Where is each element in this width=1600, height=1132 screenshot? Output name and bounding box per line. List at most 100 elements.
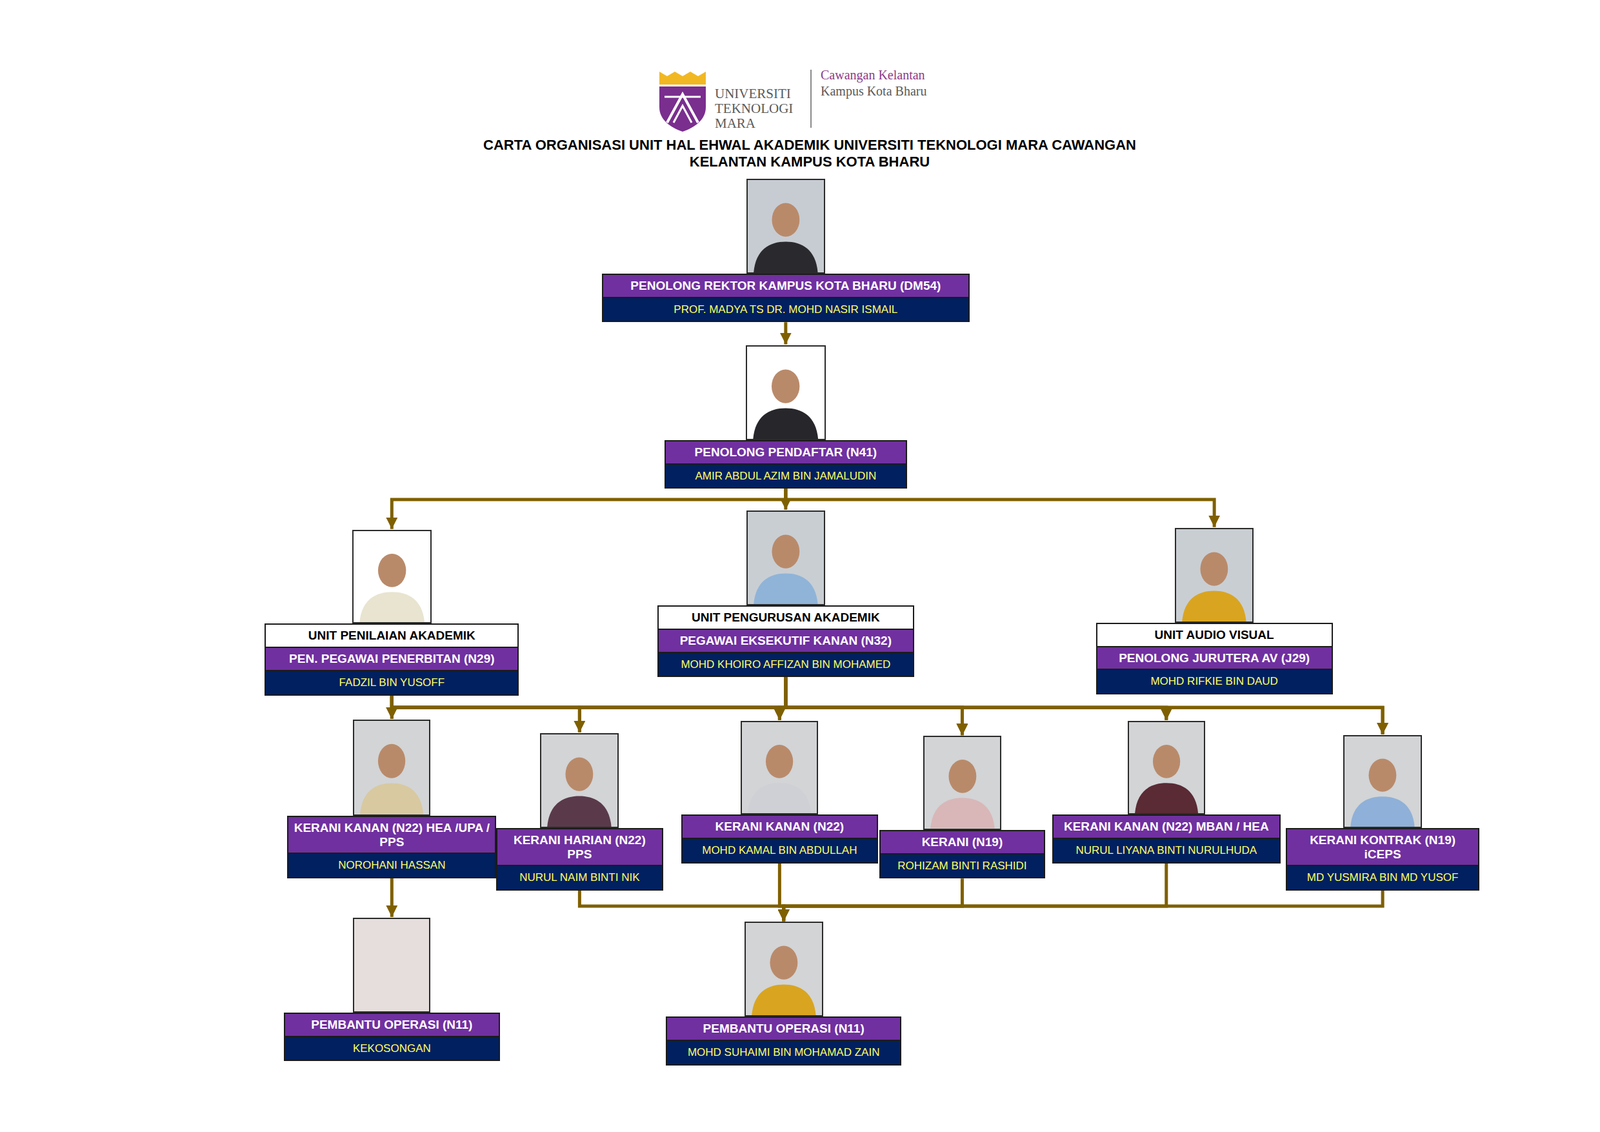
position-title: PENOLONG PENDAFTAR (N41) <box>665 441 906 465</box>
logo-mark <box>667 94 699 123</box>
reporting-line <box>391 695 962 736</box>
person-silhouette <box>747 180 824 273</box>
reporting-line <box>783 890 1383 921</box>
reporting-line <box>579 890 784 921</box>
logo-crown <box>659 71 706 85</box>
staff-card: PENOLONG PENDAFTAR (N41)AMIR ABDUL AZIM … <box>664 345 908 489</box>
title-box: KERANI (N19)ROHIZAM BINTI RASHIDI <box>879 829 1046 879</box>
reporting-line <box>783 878 963 921</box>
person-silhouette <box>353 530 431 623</box>
staff-photo <box>923 735 1002 830</box>
university-logo <box>659 69 811 132</box>
position-title: KERANI KANAN (N22) MBAN / HEA <box>1053 815 1280 839</box>
title-box: KERANI KANAN (N22)MOHD KAMAL BIN ABDULLA… <box>681 814 879 863</box>
staff-name: NURUL LIYANA BINTI NURULHUDA <box>1053 838 1280 862</box>
logo-text: MARA <box>714 116 756 131</box>
staff-photo <box>1127 720 1206 815</box>
logo-shield <box>659 86 706 132</box>
staff-card: UNIT PENGURUSAN AKADEMIKPEGAWAI EKSEKUTI… <box>657 510 915 677</box>
silhouette-body <box>930 798 995 829</box>
reporting-line <box>390 878 394 917</box>
silhouette-body <box>747 782 811 813</box>
staff-card: KERANI HARIAN (N22) PPSNURUL NAIM BINTI … <box>496 732 664 891</box>
reporting-line <box>391 488 786 530</box>
position-title: KERANI KANAN (N22) HEA /UPA / PPS <box>288 816 495 855</box>
staff-photo <box>746 510 826 606</box>
silhouette-body <box>753 241 818 273</box>
position-title: KERANI (N19) <box>880 830 1045 855</box>
position-title: PENOLONG REKTOR KAMPUS KOTA BHARU (DM54) <box>603 274 968 299</box>
staff-name: FADZIL BIN YUSOFF <box>265 670 518 695</box>
staff-name: AMIR ABDUL AZIM BIN JAMALUDIN <box>665 464 906 488</box>
staff-name: PROF. MADYA TS DR. MOHD NASIR ISMAIL <box>603 298 968 322</box>
title-box: KERANI KANAN (N22) HEA /UPA / PPSNOROHAN… <box>287 815 497 879</box>
silhouette-body <box>1134 782 1199 813</box>
person-silhouette <box>924 736 1001 829</box>
staff-name: MD YUSMIRA BIN MD YUSOF <box>1287 865 1479 890</box>
title-box: KERANI KANAN (N22) MBAN / HEANURUL LIYAN… <box>1052 814 1281 863</box>
staff-card: PEMBANTU OPERASI (N11)KEKOSONGAN <box>283 917 500 1061</box>
silhouette-head <box>771 534 800 568</box>
staff-card: KERANI KANAN (N22)MOHD KAMAL BIN ABDULLA… <box>681 720 879 864</box>
unit-heading: UNIT PENILAIAN AKADEMIK <box>265 624 518 648</box>
title-box: PENOLONG REKTOR KAMPUS KOTA BHARU (DM54)… <box>601 273 970 322</box>
silhouette-head <box>378 553 406 588</box>
title-box: KERANI KONTRAK (N19) iCEPSMD YUSMIRA BIN… <box>1285 827 1480 891</box>
person-silhouette <box>741 721 817 814</box>
logo-text: UNIVERSITI <box>714 86 791 101</box>
silhouette-body <box>547 795 612 827</box>
staff-card: KERANI KANAN (N22) HEA /UPA / PPSNOROHAN… <box>287 719 497 879</box>
chart-title: CARTA ORGANISASI UNIT HAL EHWAL AKADEMIK… <box>477 136 1142 171</box>
person-silhouette <box>747 511 824 604</box>
staff-photo <box>352 719 431 816</box>
reporting-line <box>783 321 788 344</box>
logo-mark <box>673 105 692 123</box>
logo-text: Kampus Kota Bharu <box>820 84 927 99</box>
silhouette-body <box>752 407 819 439</box>
person-silhouette <box>747 346 824 439</box>
connector-group <box>391 321 1383 921</box>
reporting-line <box>391 695 1383 735</box>
staff-name: KEKOSONGAN <box>285 1036 499 1060</box>
staff-photo <box>1343 734 1422 828</box>
person-silhouette <box>1129 721 1204 814</box>
logo-text: Cawangan Kelantan <box>820 68 926 82</box>
silhouette-head <box>948 759 977 793</box>
unit-heading: UNIT AUDIO VISUAL <box>1097 623 1332 648</box>
silhouette-body <box>751 984 816 1016</box>
person-silhouette <box>354 720 430 815</box>
staff-card: UNIT AUDIO VISUALPENOLONG JURUTERA AV (J… <box>1096 527 1333 695</box>
staff-photo <box>745 345 826 440</box>
silhouette-body <box>360 782 424 814</box>
title-box: PENOLONG PENDAFTAR (N41)AMIR ABDUL AZIM … <box>664 440 908 489</box>
unit-heading: UNIT PENGURUSAN AKADEMIK <box>658 606 914 630</box>
reporting-line <box>785 488 1215 528</box>
staff-photo <box>746 178 826 274</box>
staff-name: MOHD KAMAL BIN ABDULLAH <box>682 838 877 862</box>
position-title: PEMBANTU OPERASI (N11) <box>285 1013 499 1037</box>
position-title: KERANI KANAN (N22) <box>682 815 877 839</box>
staff-card: KERANI KANAN (N22) MBAN / HEANURUL LIYAN… <box>1052 720 1281 864</box>
silhouette-body <box>1350 796 1415 827</box>
person-silhouette <box>1176 529 1253 622</box>
staff-name: MOHD RIFKIE BIN DAUD <box>1097 669 1332 693</box>
staff-card: KERANI KONTRAK (N19) iCEPSMD YUSMIRA BIN… <box>1285 734 1480 891</box>
title-box: PEMBANTU OPERASI (N11)MOHD SUHAIMI BIN M… <box>665 1016 902 1065</box>
title-box: UNIT PENILAIAN AKADEMIKPEN. PEGAWAI PENE… <box>264 623 519 695</box>
title-box: PEMBANTU OPERASI (N11)KEKOSONGAN <box>283 1012 500 1061</box>
logo-mark <box>664 96 701 99</box>
silhouette-head <box>765 744 793 779</box>
silhouette-body <box>359 591 425 622</box>
title-box: UNIT AUDIO VISUALPENOLONG JURUTERA AV (J… <box>1096 622 1333 695</box>
logo-divider <box>810 69 812 128</box>
position-title: KERANI KONTRAK (N19) iCEPS <box>1287 829 1479 867</box>
staff-card: UNIT PENILAIAN AKADEMIKPEN. PEGAWAI PENE… <box>264 529 519 696</box>
title-box: KERANI HARIAN (N22) PPSNURUL NAIM BINTI … <box>496 827 664 891</box>
person-silhouette <box>1344 736 1421 827</box>
title-box: UNIT PENGURUSAN AKADEMIKPEGAWAI EKSEKUTI… <box>657 605 915 677</box>
staff-photo <box>540 732 619 828</box>
person-silhouette <box>745 922 822 1015</box>
staff-name: MOHD SUHAIMI BIN MOHAMAD ZAIN <box>667 1040 900 1064</box>
silhouette-head <box>1369 758 1397 791</box>
silhouette-head <box>1152 744 1180 779</box>
